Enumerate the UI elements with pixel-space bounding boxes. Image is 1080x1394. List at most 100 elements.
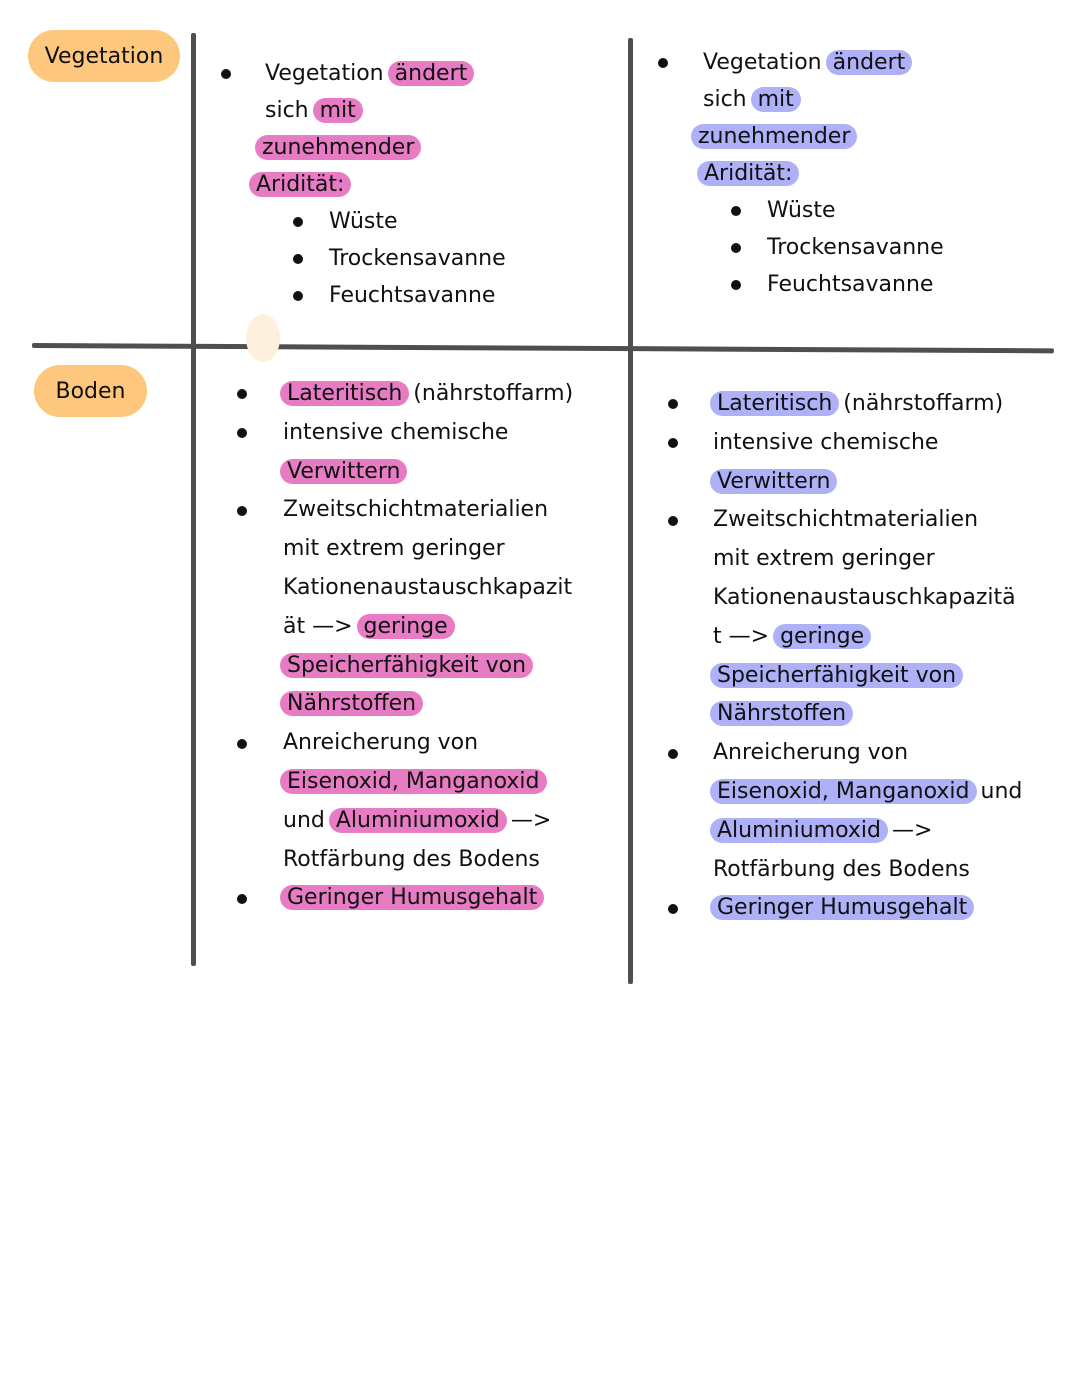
list-line: Anreicherung von: [0, 734, 1022, 773]
text: Anreicherung von: [713, 740, 909, 766]
list-line: Anreicherung von: [0, 724, 573, 763]
list-line: Kationenaustauschkapazit: [0, 569, 573, 608]
list-line: Nährstoffen: [0, 695, 1022, 734]
list-line: Vegetation ändert: [0, 44, 944, 81]
highlighted-text: zunehmender: [691, 124, 858, 149]
bullet-icon: [668, 903, 678, 914]
text: sich: [265, 98, 309, 123]
highlighted-text: Geringer Humusgehalt: [280, 885, 545, 911]
text: Wüste: [767, 198, 836, 223]
highlighted-text: Eisenoxid, Manganoxid: [710, 778, 977, 804]
text: —>: [510, 807, 552, 833]
text: (nährstoffarm): [413, 381, 574, 406]
text: Trockensavanne: [329, 246, 506, 271]
highlighted-text: Lateritisch: [710, 391, 840, 416]
list-line: Geringer Humusgehalt: [0, 879, 573, 918]
list-line: Lateritisch (nährstoffarm): [0, 385, 1022, 424]
list-line: intensive chemische: [0, 414, 573, 453]
highlighted-text: Lateritisch: [280, 381, 410, 406]
highlighted-text: Aridität:: [697, 161, 800, 186]
highlighted-text: mit: [312, 98, 363, 123]
highlighted-text: Aluminiumoxid: [710, 817, 888, 843]
text: und: [980, 778, 1023, 804]
list-line: Lateritisch (nährstoffarm): [0, 375, 573, 414]
text: t —>: [713, 623, 770, 649]
highlighted-text: mit: [750, 87, 801, 112]
list-line: Wüste: [0, 192, 944, 229]
highlighted-text: Verwittern: [280, 458, 408, 484]
text: Rotfärbung des Bodens: [713, 856, 970, 882]
highlighted-text: Geringer Humusgehalt: [710, 895, 975, 921]
list-line: Feuchtsavanne: [0, 266, 944, 303]
highlighted-text: zunehmender: [255, 135, 422, 160]
text: mit extrem geringer: [713, 546, 935, 572]
bullet-icon: [293, 253, 303, 264]
text: —>: [891, 817, 933, 843]
list-line: Rotfärbung des Bodens: [0, 851, 1022, 890]
row-label-boden: Boden: [34, 365, 147, 417]
text: Vegetation: [703, 50, 822, 75]
highlighted-text: Speicherfähigkeit von: [280, 652, 534, 678]
list-line: Verwittern: [0, 463, 1022, 502]
bullet-icon: [237, 738, 247, 749]
vertical-divider-left: [191, 33, 196, 966]
bullet-icon: [668, 438, 678, 449]
list-line: Wüste: [0, 203, 506, 240]
bullet-icon: [237, 428, 247, 439]
highlighted-text: geringe: [356, 613, 455, 639]
list-line: und Aluminiumoxid —>: [0, 802, 573, 841]
text: Feuchtsavanne: [329, 283, 496, 308]
bullet-icon: [668, 515, 678, 526]
text: Zweitschichtmaterialien: [283, 497, 549, 523]
text: Trockensavanne: [767, 235, 944, 260]
list-line: ät —> geringe: [0, 608, 573, 647]
vertical-divider-right: [628, 38, 633, 984]
list-line: Trockensavanne: [0, 240, 506, 277]
list-line: Aridität:: [0, 166, 506, 203]
highlighted-text: Verwittern: [710, 468, 838, 494]
list-line: Nährstoffen: [0, 685, 573, 724]
list-line: Verwittern: [0, 453, 573, 492]
faint-highlight-mark: [246, 314, 280, 362]
list-line: Zweitschichtmaterialien: [0, 491, 573, 530]
highlighted-text: Aridität:: [249, 172, 352, 197]
list-line: Feuchtsavanne: [0, 277, 506, 314]
bullet-icon: [731, 205, 741, 216]
list-line: Speicherfähigkeit von: [0, 657, 1022, 696]
list-line: intensive chemische: [0, 424, 1022, 463]
list-line: Eisenoxid, Manganoxid und: [0, 773, 1022, 812]
bullet-icon: [293, 216, 303, 227]
text: Feuchtsavanne: [767, 272, 934, 297]
text: intensive chemische: [283, 419, 509, 445]
list-line: t —> geringe: [0, 618, 1022, 657]
text: Wüste: [329, 209, 398, 234]
list-line: sich mit: [0, 92, 506, 129]
text: Kationenaustauschkapazitä: [713, 584, 1016, 610]
list-line: Aluminiumoxid —>: [0, 812, 1022, 851]
list-line: Rotfärbung des Bodens: [0, 841, 573, 880]
bullet-icon: [668, 748, 678, 759]
bullet-icon: [293, 290, 303, 301]
highlighted-text: geringe: [773, 623, 872, 649]
bullet-icon: [237, 893, 247, 904]
text: intensive chemische: [713, 429, 939, 455]
text: Anreicherung von: [283, 730, 479, 756]
list-line: Eisenoxid, Manganoxid: [0, 763, 573, 802]
bullet-icon: [658, 57, 668, 68]
text: Rotfärbung des Bodens: [283, 846, 540, 872]
list-line: zunehmender: [0, 129, 506, 166]
highlighted-text: Aluminiumoxid: [328, 807, 507, 833]
highlighted-text: Nährstoffen: [710, 701, 854, 727]
list-line: Zweitschichtmaterialien: [0, 501, 1022, 540]
text: sich: [703, 87, 747, 112]
list-line: Trockensavanne: [0, 229, 944, 266]
list-line: Kationenaustauschkapazitä: [0, 579, 1022, 618]
text: Zweitschichtmaterialien: [713, 507, 979, 533]
list-line: Speicherfähigkeit von: [0, 647, 573, 686]
bullet-icon: [237, 389, 247, 400]
text: Kationenaustauschkapazit: [283, 574, 573, 600]
highlighted-text: Nährstoffen: [280, 691, 424, 717]
text: (nährstoffarm): [843, 391, 1004, 416]
